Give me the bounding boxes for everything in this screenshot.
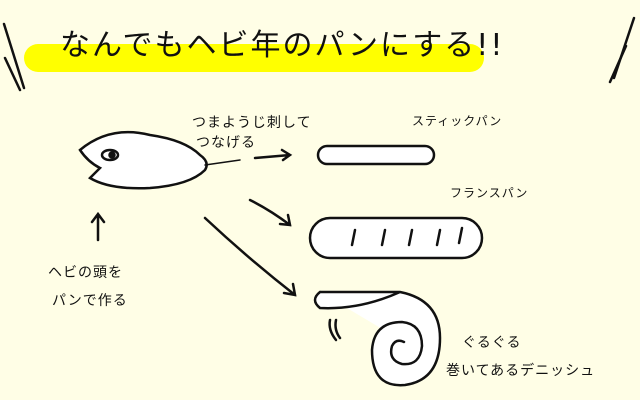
toothpick-label-2: つなげる bbox=[196, 135, 256, 151]
french-bread-icon bbox=[308, 216, 484, 260]
head-label-1: ヘビの頭を bbox=[48, 265, 123, 281]
french-bread-label: フランスパン bbox=[450, 186, 529, 200]
arrows bbox=[90, 148, 342, 342]
head-label-2: パンで作る bbox=[52, 293, 128, 309]
danish-label-1: ぐるぐる bbox=[462, 335, 522, 351]
title-highlight bbox=[24, 44, 484, 72]
page-title: なんでもヘビ年のパンにする!! bbox=[60, 28, 505, 63]
title-deco-right bbox=[608, 16, 636, 84]
danish-label-2: 巻いてあるデニッシュ bbox=[446, 363, 596, 379]
snake-head-icon bbox=[78, 130, 241, 190]
stick-bread-label: スティックパン bbox=[412, 114, 503, 128]
title-deco-left bbox=[2, 22, 26, 92]
toothpick-label-1: つまようじ刺して bbox=[192, 115, 312, 131]
danish-bread-icon bbox=[313, 290, 442, 387]
stick-bread-icon bbox=[316, 144, 436, 166]
